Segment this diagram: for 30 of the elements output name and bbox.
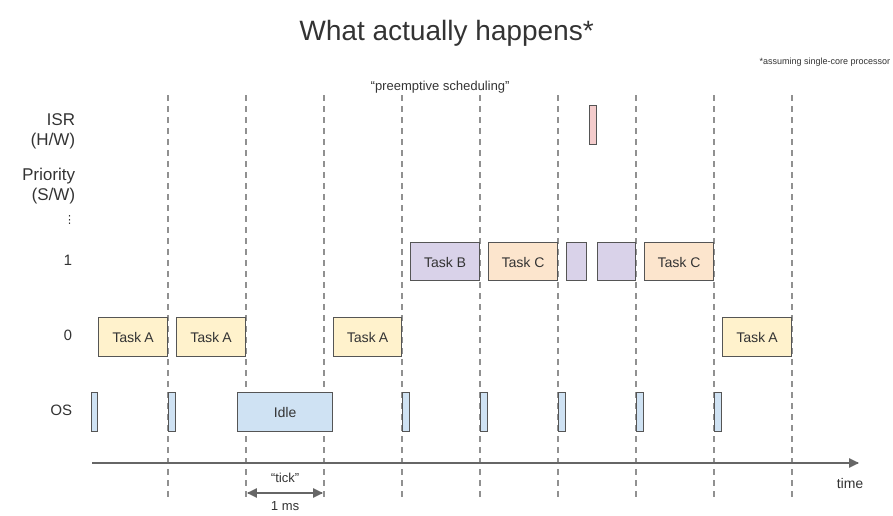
os-block (714, 392, 722, 432)
axis-label: time (836, 475, 864, 492)
row-label: 1 (62, 252, 72, 270)
row-label: Priority (S/W) (21, 165, 75, 206)
os-block (558, 392, 566, 432)
os-block (480, 392, 488, 432)
task-block: Task C (644, 242, 714, 281)
idle-block: Idle (237, 392, 333, 432)
task-block: Task A (98, 317, 168, 357)
row-label: 0 (62, 327, 72, 345)
task-block: Task A (722, 317, 792, 357)
task-block: Task B (410, 242, 480, 281)
ellipsis-mark: ⋮ (63, 214, 75, 228)
footnote: *assuming single-core processor (758, 56, 890, 67)
os-block (91, 392, 98, 432)
isr-block (589, 105, 597, 145)
task-block: Task A (176, 317, 246, 357)
annotation: “preemptive scheduling” (370, 78, 510, 94)
diagram-title: What actually happens* (298, 14, 595, 48)
os-block (636, 392, 644, 432)
row-label: ISR (H/W) (30, 110, 75, 151)
task-block: Task C (488, 242, 558, 281)
task-block (597, 242, 636, 281)
row-label: OS (49, 402, 72, 420)
dimension-label: 1 ms (270, 498, 300, 514)
os-block (168, 392, 176, 432)
task-block (566, 242, 587, 281)
dimension-label: “tick” (270, 470, 300, 486)
task-block: Task A (333, 317, 402, 357)
os-block (402, 392, 410, 432)
